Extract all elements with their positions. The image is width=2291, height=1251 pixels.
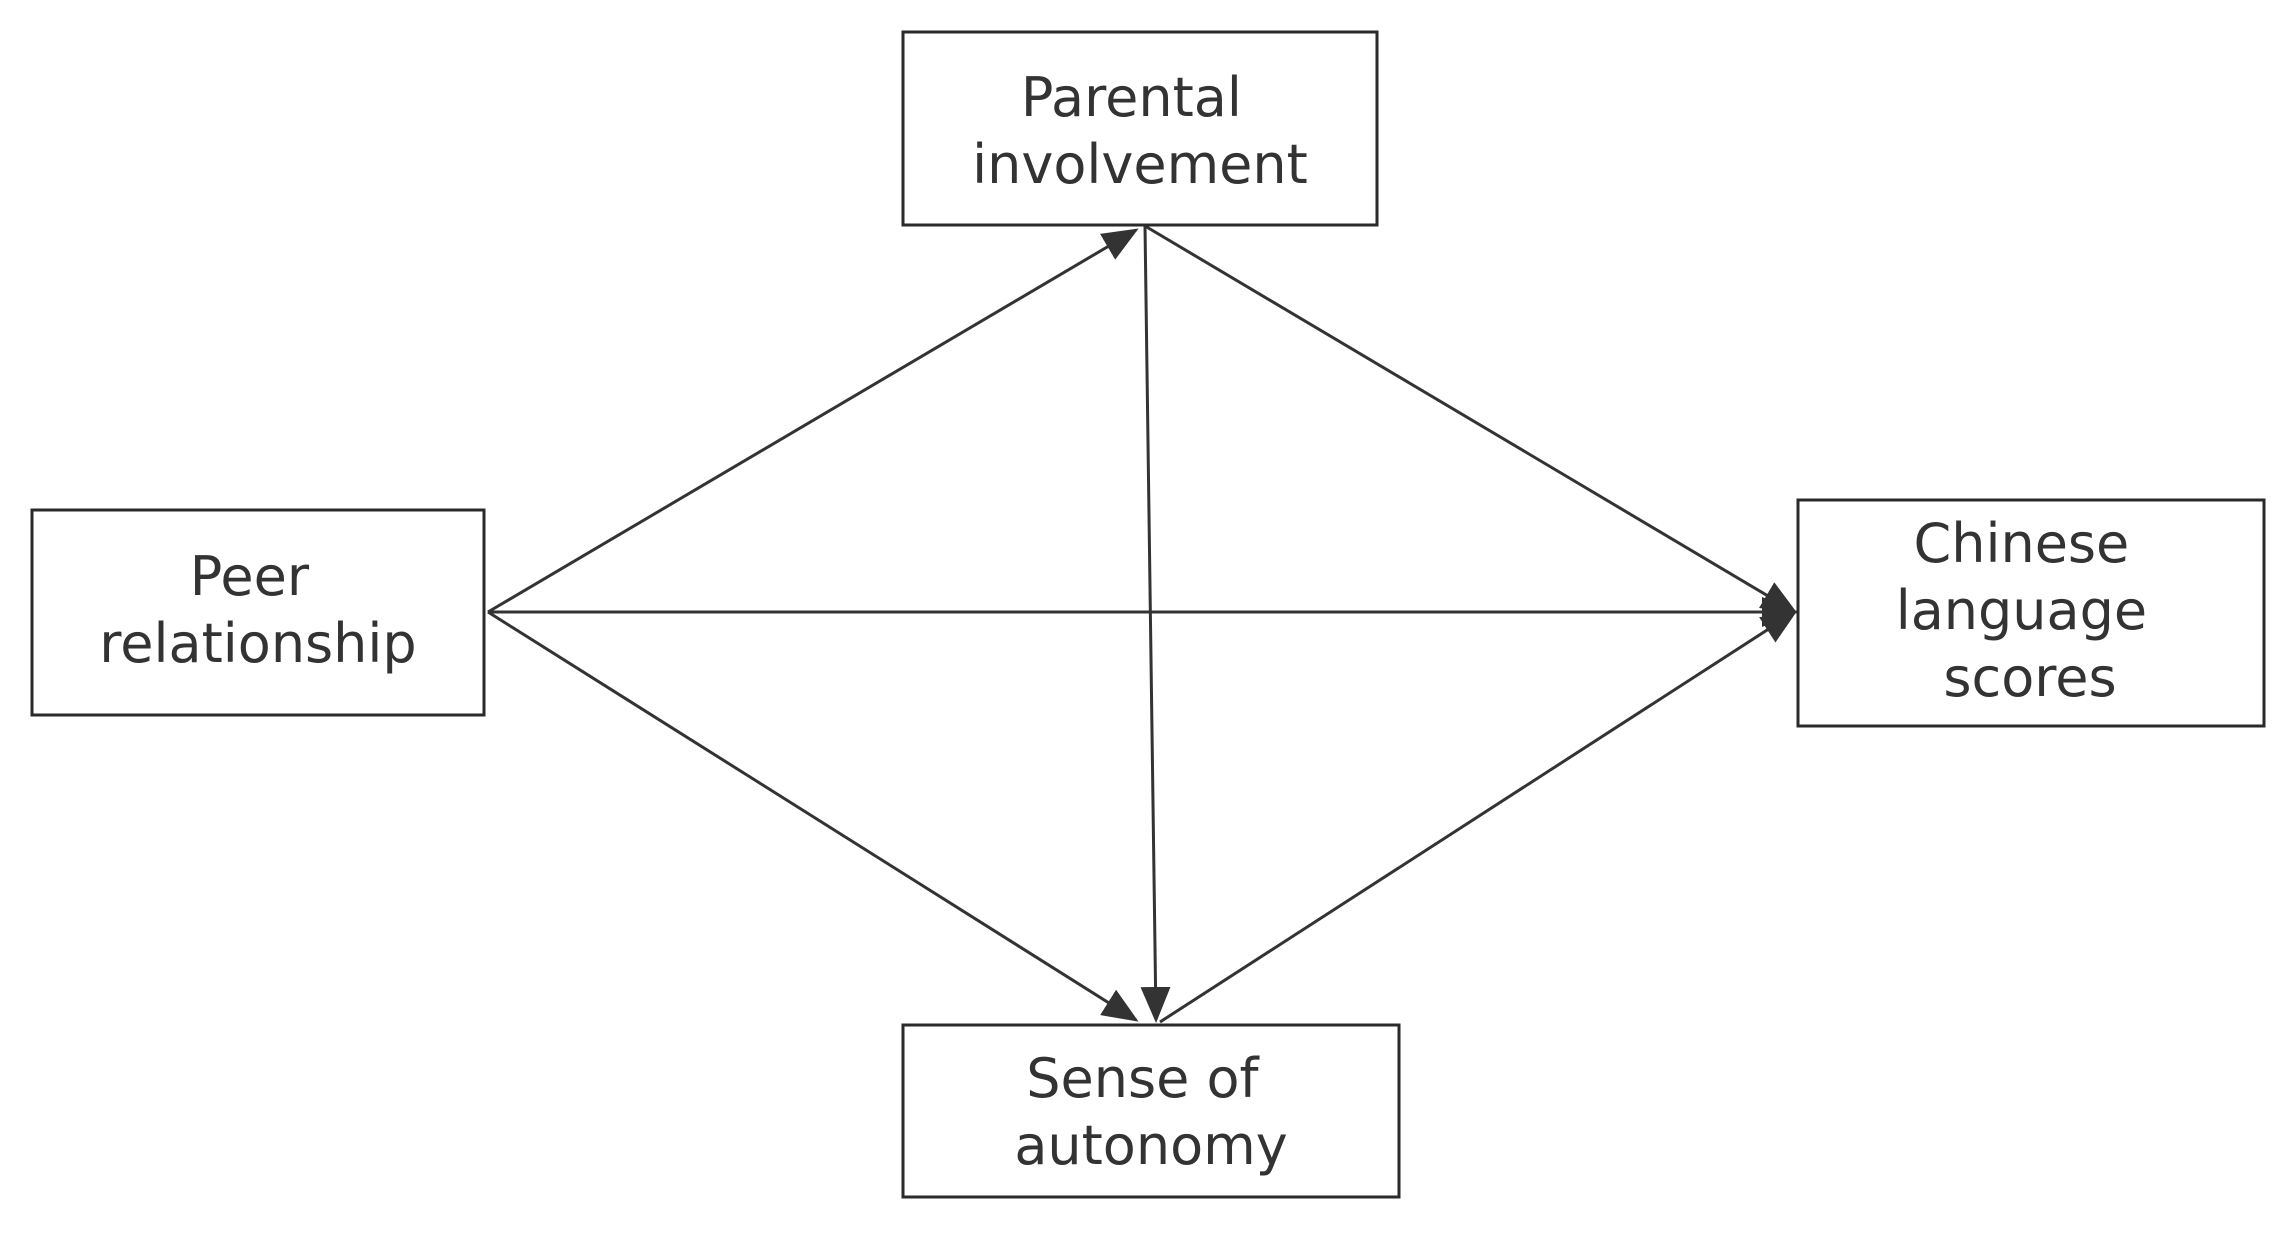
node-label-line: Sense of — [1026, 1047, 1260, 1110]
node-box — [901, 30, 1379, 227]
node-chinese-language-scores: Chinese language scores — [1796, 498, 2266, 728]
edge-peer-to-parental — [487, 228, 1139, 614]
node-label-line: scores — [1943, 646, 2116, 709]
svg-text:Sense of autonomy: Sense of autonomy — [1014, 1047, 1287, 1177]
node-parental-involvement: Parental involvement — [901, 30, 1379, 227]
svg-text:Chinese language s: Chinese language scores — [1896, 512, 2165, 709]
node-box — [1796, 498, 2266, 728]
edge-autonomy-to-chinese — [1159, 610, 1798, 1024]
svg-text:Parental involvement: Parental involvement — [972, 66, 1308, 196]
node-label-line: autonomy — [1014, 1114, 1287, 1177]
node-peer-relationship: Peer relationship — [30, 508, 486, 717]
node-sense-of-autonomy: Sense of autonomy — [901, 1023, 1401, 1199]
edges-group — [487, 224, 1798, 1024]
node-label-line: Peer — [190, 545, 310, 608]
node-label-line: involvement — [972, 133, 1308, 196]
node-label-line: Parental — [1021, 66, 1242, 129]
edge-parental-to-autonomy — [1140, 225, 1171, 1023]
edge-parental-to-chinese — [1144, 224, 1798, 614]
edge-peer-to-autonomy — [487, 610, 1139, 1022]
node-box — [30, 508, 486, 717]
node-label-line: relationship — [99, 612, 416, 675]
node-label-line: Chinese — [1914, 512, 2130, 575]
node-label-line: language — [1896, 579, 2147, 642]
svg-text:Peer relationship: Peer relationship — [99, 545, 416, 675]
node-box — [901, 1023, 1401, 1199]
